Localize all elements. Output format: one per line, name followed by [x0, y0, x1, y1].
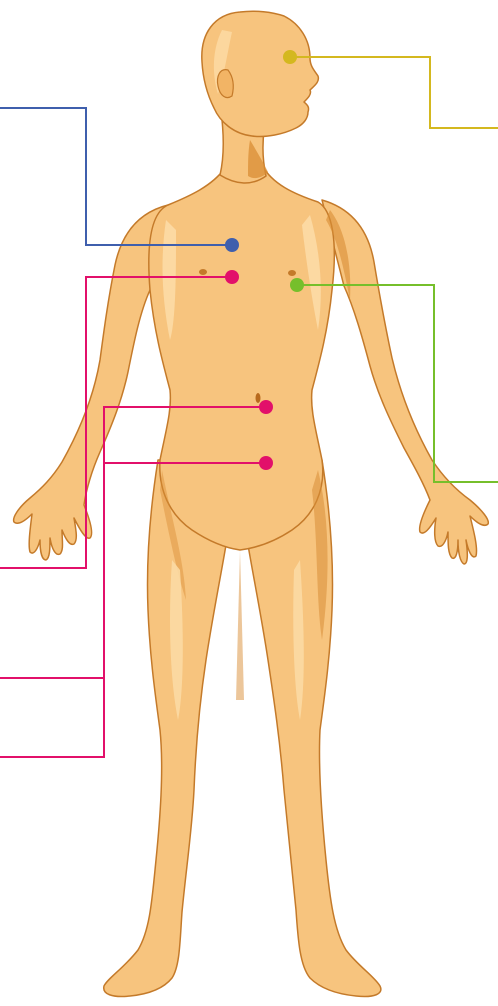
nipple-left	[199, 269, 207, 275]
callout-dot-head	[283, 50, 297, 64]
left-arm	[14, 205, 168, 560]
callout-line-head	[290, 57, 498, 128]
nipple-right	[288, 270, 296, 276]
callout-dot-chest-upper	[225, 238, 239, 252]
callout-dot-chest-side	[290, 278, 304, 292]
callout-dot-abdomen-upper	[259, 400, 273, 414]
callout-dot-chest-lower	[225, 270, 239, 284]
navel	[256, 393, 261, 403]
callout-dot-abdomen-lower	[259, 456, 273, 470]
